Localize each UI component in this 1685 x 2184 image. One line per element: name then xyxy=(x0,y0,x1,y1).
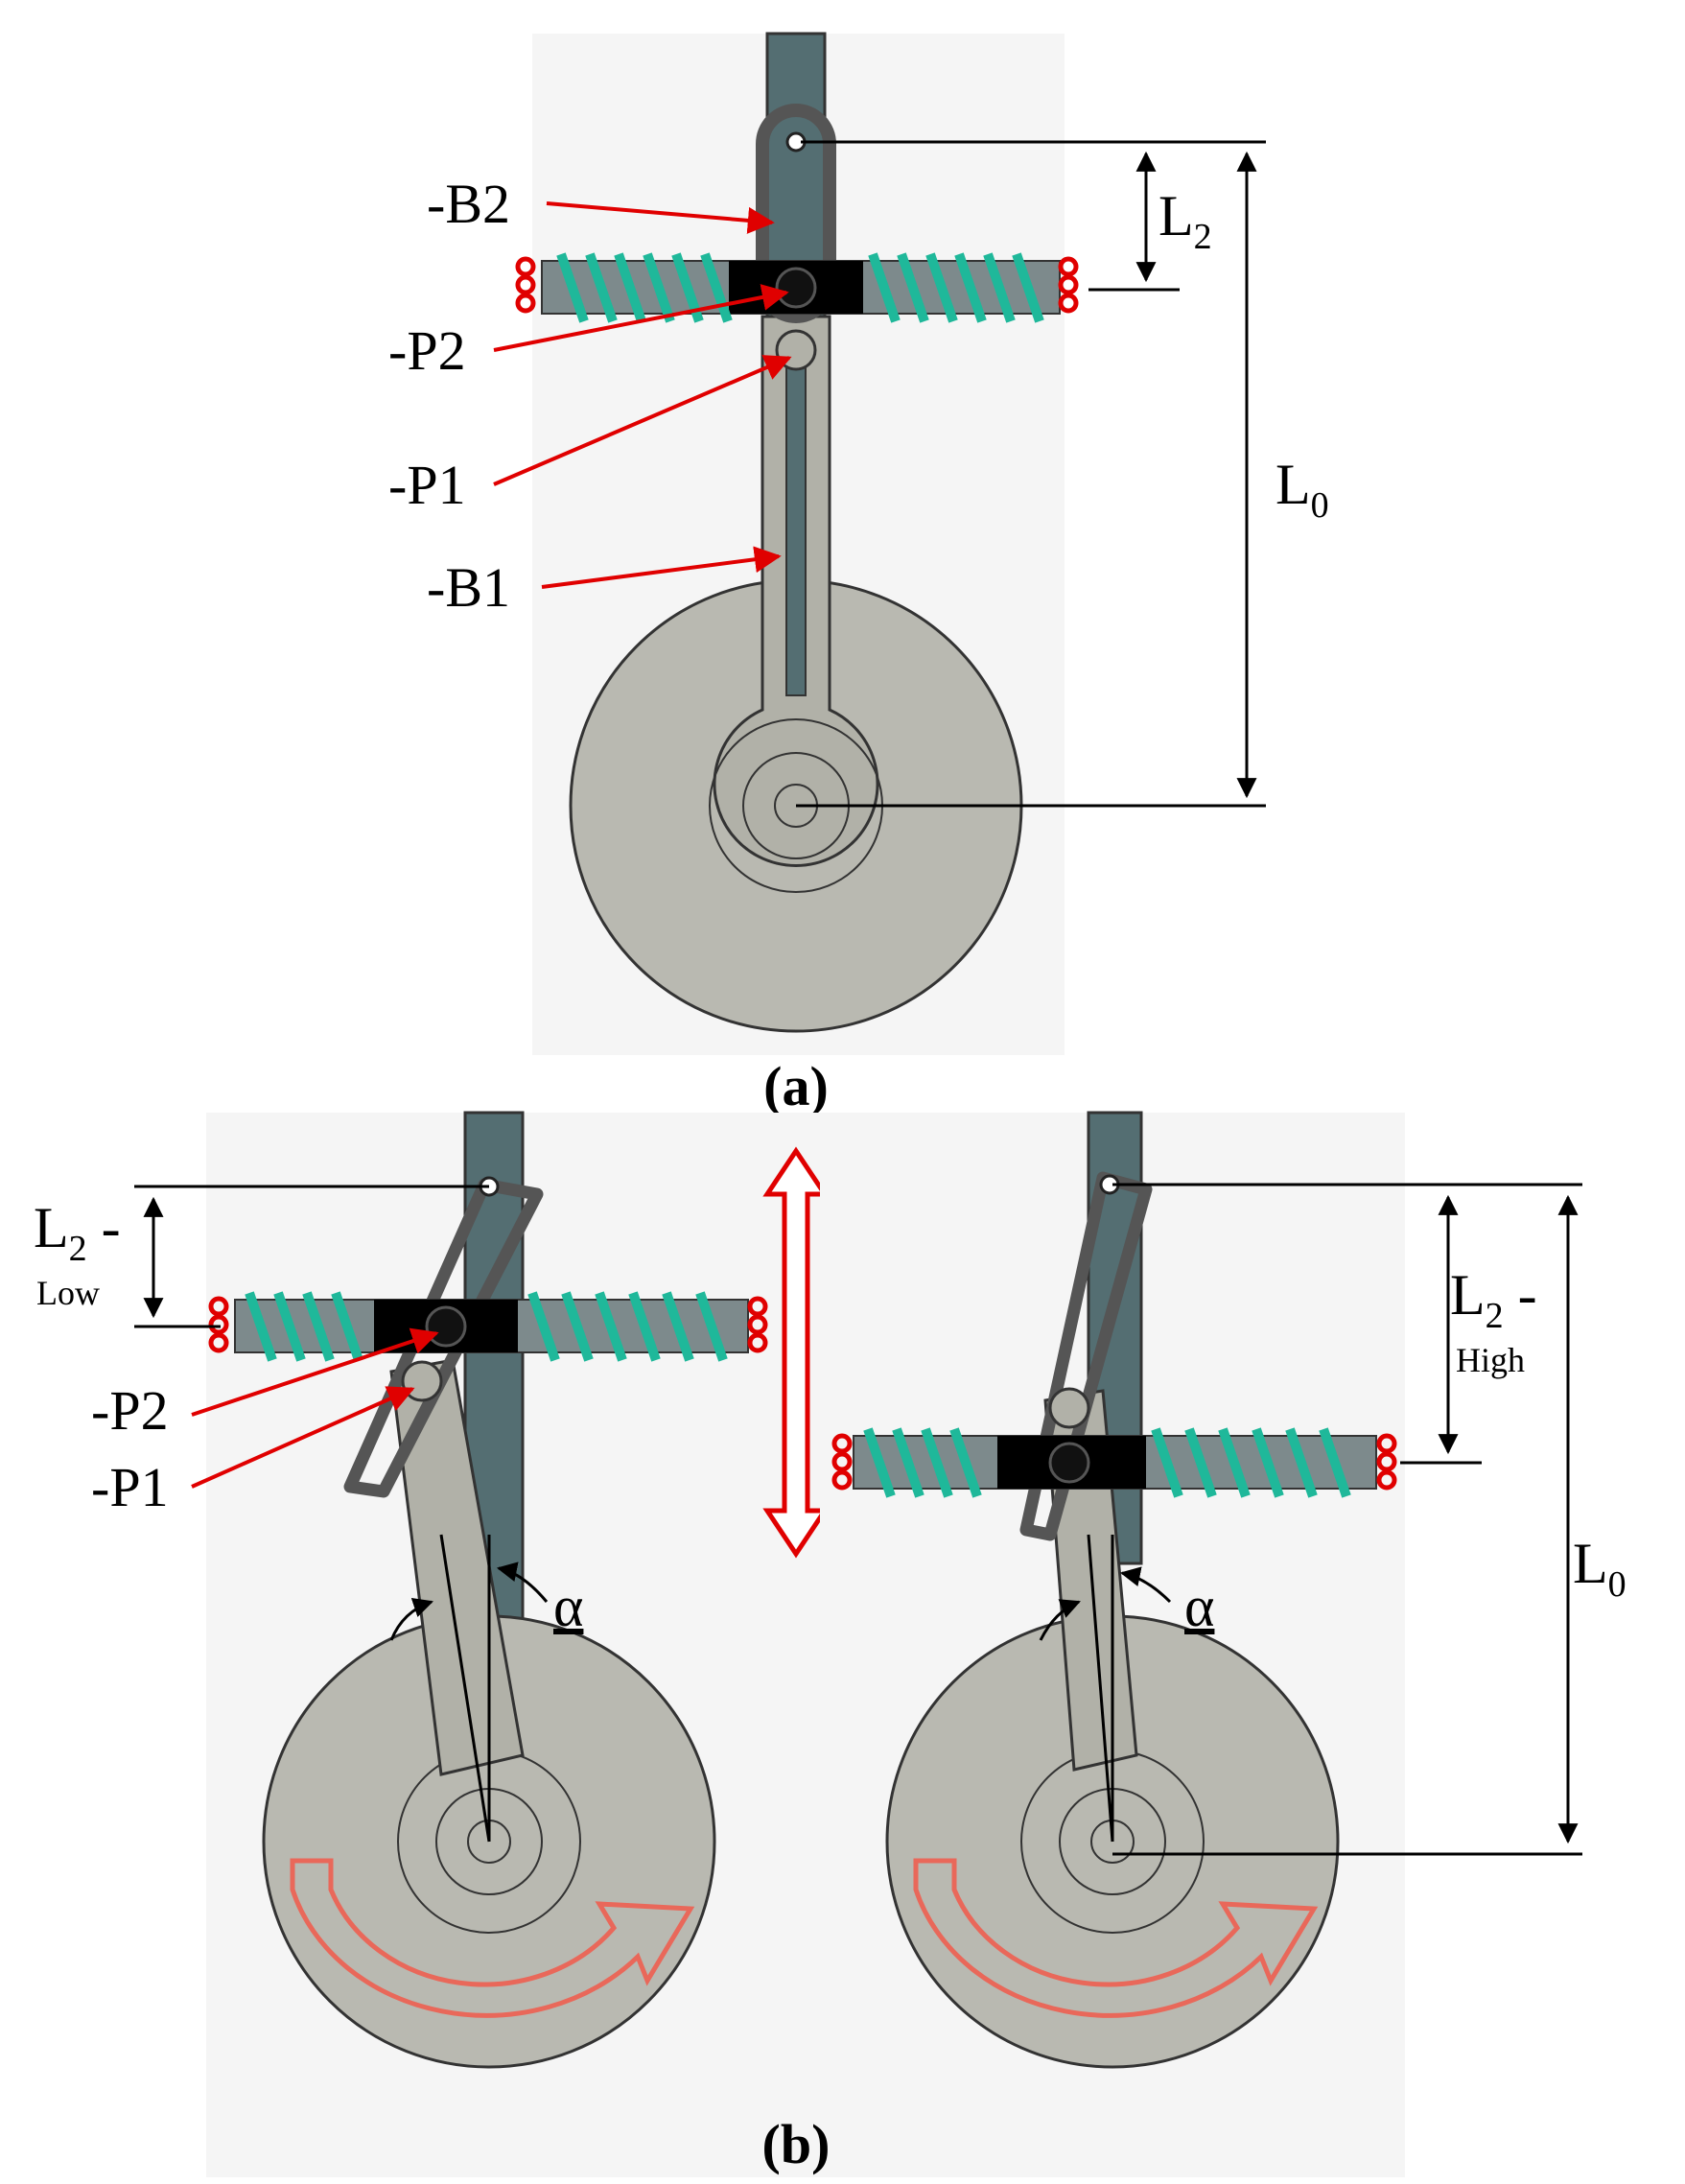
panel-b-left-spring-left xyxy=(245,1291,363,1362)
panel-a-arm-slot xyxy=(785,364,807,696)
panel-b-right-l0-label: L0 xyxy=(1573,1532,1626,1605)
panel-b-right-spring-right xyxy=(1151,1427,1351,1498)
panel-a-p1-pin xyxy=(775,329,817,371)
panel-b-left-p1-pin xyxy=(401,1360,443,1402)
panel-a-p1-pointer xyxy=(493,355,792,486)
panel-b-right: α L2 - High L0 xyxy=(820,1111,1626,2177)
panel-b-left: α L2 - Low -P2 -P1 xyxy=(34,1111,820,2177)
panel-b-caption: (b) xyxy=(762,2113,831,2175)
panel-a-fixed-supports xyxy=(515,256,1079,314)
panel-b-left-fixed-supports xyxy=(208,1296,768,1353)
panel-b-right-fixed-supports xyxy=(831,1433,1397,1491)
panel-b-right-spring-left xyxy=(863,1427,982,1498)
panel-b-right-l2-label: L2 - xyxy=(1450,1263,1537,1336)
panel-b-left-p2-pin xyxy=(425,1305,467,1348)
panel-b-right-angle-arrow-left xyxy=(1039,1599,1081,1641)
panel-b-left-label-p1: -P1 xyxy=(91,1456,169,1518)
panel-a-spring-right xyxy=(868,252,1044,323)
vertical-motion-arrow xyxy=(762,1146,830,1559)
panel-b-right-rotation-arrow xyxy=(913,1858,1319,2018)
panel-b-left-label-p2: -P2 xyxy=(91,1379,169,1442)
panel-b-left-p1-pointer xyxy=(191,1386,415,1489)
panel-a-b1-pointer xyxy=(541,546,782,589)
panel-b-right-p2-pin xyxy=(1048,1442,1090,1484)
panel-b-right-axis-line-1 xyxy=(1087,1534,1114,1843)
panel-b-left-axis-line-1 xyxy=(439,1534,491,1843)
panel-b-right-angle-arrow-right xyxy=(1119,1566,1172,1604)
panel-b-right-p1-pin xyxy=(1048,1387,1090,1429)
panel-a-caption: (a) xyxy=(763,1055,829,1117)
panel-b-left-angle-arrow-left xyxy=(389,1598,433,1641)
panel-a-spring-left xyxy=(556,252,733,323)
panel-b-left-rotation-arrow xyxy=(290,1858,695,2018)
panel-a-p2-pointer xyxy=(493,284,789,352)
panel-a-b2-pointer xyxy=(546,201,775,234)
panel-b-left-l2-label: L2 - xyxy=(34,1196,121,1269)
panel-b-left-angle-arrow-right xyxy=(496,1562,549,1603)
panel-b-right-l2-note: High xyxy=(1456,1341,1525,1379)
panel-a-l0-label: L0 xyxy=(1275,453,1329,526)
panel-a: L2 L0 -B2 -P2 -P1 -B1 (a) xyxy=(388,32,1329,1117)
panel-a-label-p2: -P2 xyxy=(388,319,466,382)
panel-b-left-p2-pointer xyxy=(191,1327,439,1417)
panel-a-l2-label: L2 xyxy=(1158,184,1212,257)
panel-b-left-l2-note: Low xyxy=(36,1274,100,1312)
panel-b-left-angle-label: α xyxy=(553,1575,583,1638)
panel-a-p2-pin xyxy=(775,267,817,309)
panel-b-left-link xyxy=(343,1178,544,1498)
panel-a-label-b1: -B1 xyxy=(427,556,510,619)
panel-b-right-angle-label: α xyxy=(1184,1575,1214,1638)
panel-b-left-spring-right xyxy=(527,1291,728,1362)
panel-a-label-b2: -B2 xyxy=(427,173,510,235)
panel-a-label-p1: -P1 xyxy=(388,454,466,516)
